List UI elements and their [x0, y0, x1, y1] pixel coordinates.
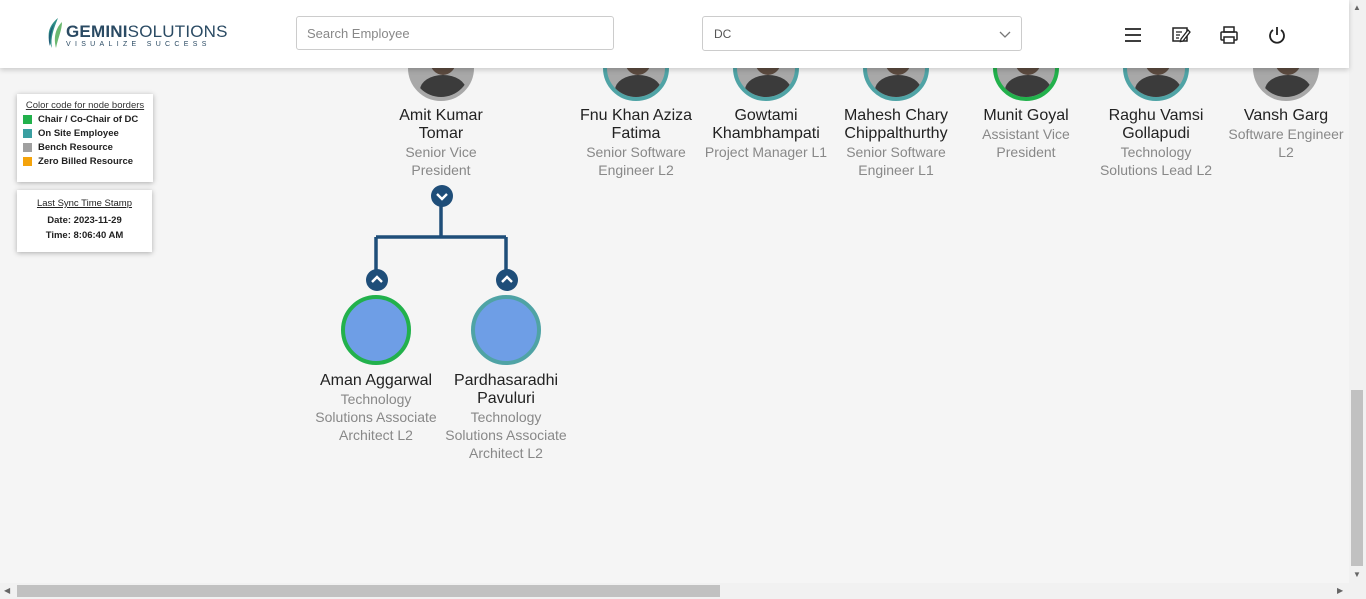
legend-item-onsite: On Site Employee	[23, 128, 153, 139]
employee-name: Pardhasaradhi Pavuluri	[453, 372, 559, 407]
vertical-scrollbar[interactable]: ▲ ▼	[1349, 0, 1366, 583]
legend-title: Color code for node borders	[25, 100, 145, 111]
employee-designation: Technology Solutions Lead L2	[1099, 144, 1213, 178]
employee-name: Vansh Garg	[1243, 107, 1329, 124]
employee-name: Fnu Khan Aziza Fatima	[579, 107, 693, 142]
employee-designation: Technology Solutions Associate Architect…	[315, 391, 437, 443]
employee-node[interactable]: Aman Aggarwal Technology Solutions Assoc…	[311, 372, 441, 444]
collapse-chevron-down-icon[interactable]	[431, 185, 453, 207]
employee-node[interactable]: Pardhasaradhi Pavuluri Technology Soluti…	[441, 372, 571, 462]
menu-icon[interactable]	[1123, 25, 1143, 45]
legend-item-bench: Bench Resource	[23, 142, 153, 153]
employee-avatar[interactable]	[341, 295, 411, 365]
employee-name: Gowtami Khambhampati	[712, 107, 820, 142]
sync-date: Date: 2023-11-29	[47, 215, 122, 226]
top-bar: GEMINISOLUTIONS VISUALIZE SUCCESS DC	[0, 0, 1349, 68]
legend-swatch	[23, 157, 32, 166]
scroll-down-arrow-icon[interactable]: ▼	[1353, 570, 1361, 579]
edit-note-icon[interactable]	[1171, 25, 1191, 45]
employee-node[interactable]: Amit Kumar Tomar Senior Vice President	[376, 107, 506, 179]
border-color-legend: Color code for node borders Chair / Co-C…	[17, 94, 153, 182]
print-icon[interactable]	[1219, 25, 1239, 45]
legend-item-chair: Chair / Co-Chair of DC	[23, 114, 153, 125]
dropdown-selected-value: DC	[714, 27, 732, 41]
legend-swatch	[23, 143, 32, 152]
employee-designation: Technology Solutions Associate Architect…	[445, 409, 567, 461]
employee-designation: Project Manager L1	[704, 144, 828, 160]
dc-dropdown[interactable]: DC	[702, 16, 1022, 51]
employee-name: Aman Aggarwal	[319, 372, 433, 389]
employee-node[interactable]: Raghu Vamsi Gollapudi Technology Solutio…	[1091, 107, 1221, 179]
employee-node[interactable]: Gowtami Khambhampati Project Manager L1	[701, 107, 831, 161]
employee-avatar[interactable]	[471, 295, 541, 365]
employee-name: Raghu Vamsi Gollapudi	[1108, 107, 1204, 142]
vertical-scroll-thumb[interactable]	[1351, 390, 1363, 566]
employee-name: Amit Kumar Tomar	[399, 107, 483, 142]
legend-item-zero-billed: Zero Billed Resource	[23, 156, 153, 167]
employee-designation: Senior Vice President	[405, 144, 477, 178]
employee-node[interactable]: Mahesh Chary Chippalthurthy Senior Softw…	[831, 107, 961, 179]
org-connector-lines	[374, 206, 508, 270]
logo-text: GEMINISOLUTIONS	[66, 22, 228, 41]
sync-title: Last Sync Time Stamp	[36, 198, 133, 209]
employee-node[interactable]: Fnu Khan Aziza Fatima Senior Software En…	[571, 107, 701, 179]
horizontal-scrollbar[interactable]: ◀ ▶	[0, 583, 1349, 599]
leaf-logo-icon	[48, 18, 62, 48]
scroll-up-arrow-icon[interactable]: ▲	[1353, 3, 1361, 12]
logo-tagline: VISUALIZE SUCCESS	[66, 41, 211, 48]
employee-designation: Assistant Vice President	[982, 126, 1070, 160]
company-logo[interactable]: GEMINISOLUTIONS VISUALIZE SUCCESS	[46, 18, 228, 52]
sync-time: Time: 8:06:40 AM	[45, 230, 124, 241]
sync-timestamp-card: Last Sync Time Stamp Date: 2023-11-29 Ti…	[17, 190, 152, 252]
search-employee-input[interactable]	[296, 16, 614, 50]
expand-chevron-up-icon[interactable]	[366, 269, 388, 291]
scroll-right-arrow-icon[interactable]: ▶	[1337, 586, 1344, 595]
employee-designation: Software Engineer L2	[1228, 126, 1344, 160]
employee-designation: Senior Software Engineer L2	[586, 144, 686, 178]
employee-node[interactable]: Vansh Garg Software Engineer L2	[1221, 107, 1351, 161]
expand-chevron-up-icon[interactable]	[496, 269, 518, 291]
employee-designation: Senior Software Engineer L1	[846, 144, 946, 178]
legend-swatch	[23, 129, 32, 138]
scrollbar-corner	[1349, 583, 1366, 599]
horizontal-scroll-thumb[interactable]	[17, 585, 720, 597]
scroll-left-arrow-icon[interactable]: ◀	[4, 586, 11, 595]
chevron-down-icon	[999, 31, 1011, 38]
legend-swatch	[23, 115, 32, 124]
employee-name: Munit Goyal	[983, 107, 1069, 124]
employee-name: Mahesh Chary Chippalthurthy	[843, 107, 949, 142]
power-icon[interactable]	[1267, 25, 1287, 45]
employee-node[interactable]: Munit Goyal Assistant Vice President	[961, 107, 1091, 161]
